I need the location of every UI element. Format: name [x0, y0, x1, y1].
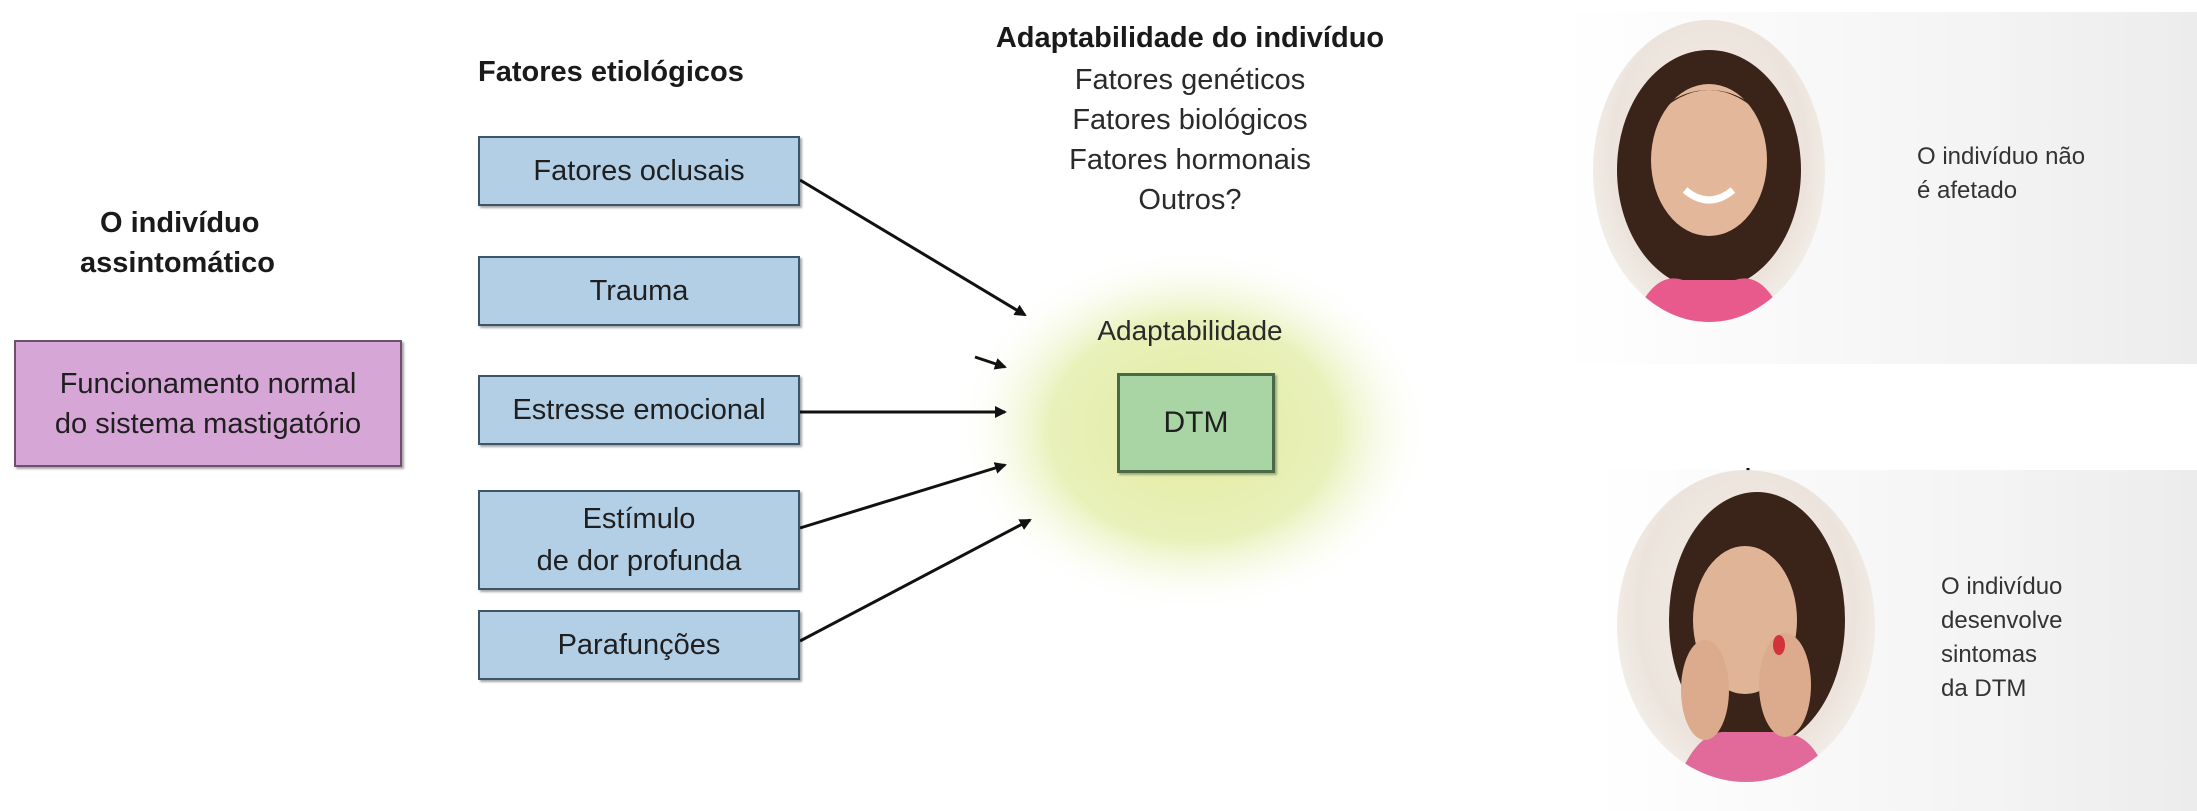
adaptability-list: Fatores genéticos Fatores biológicos Fat… — [990, 60, 1390, 220]
adaptability-label: Adaptabilidade — [1097, 315, 1283, 346]
asymptomatic-title-line1: O indivíduo — [100, 207, 260, 239]
normal-function-box: Funcionamento normal do sistema mastigat… — [14, 340, 402, 467]
factor-label: Parafunções — [557, 629, 721, 661]
outcome-not-affected-line2: é afetado — [1917, 177, 2018, 204]
asymptomatic-title-line2: assintomático — [80, 247, 275, 279]
factor-label: Trauma — [589, 275, 689, 307]
arrow-oclusais — [799, 178, 1027, 317]
factor-box-dor-profunda: Estímulo de dor profunda — [478, 490, 800, 590]
photo-unaffected-person — [1593, 20, 1825, 322]
factor-box-parafuncoes: Parafunções — [478, 610, 800, 680]
factor-box-oclusais: Fatores oclusais — [478, 136, 800, 206]
factor-label-line2: de dor profunda — [536, 545, 742, 577]
adaptability-item: Outros? — [1138, 184, 1242, 216]
factor-label-line1: Estímulo — [582, 503, 696, 535]
outcome-symptoms: O indivíduo desenvolve sintomas da DTM — [1941, 570, 2062, 706]
outcome-not-affected: O indivíduo não é afetado — [1917, 140, 2085, 208]
etiologic-heading: Fatores etiológicos — [478, 56, 744, 88]
factor-label: Fatores oclusais — [533, 155, 745, 187]
arrow-trauma — [974, 355, 1007, 370]
outcome-symptoms-line: da DTM — [1941, 675, 2027, 702]
outcome-not-affected-line1: O indivíduo não — [1917, 143, 2086, 170]
photo-symptomatic-person — [1617, 470, 1875, 782]
person-jaw-pain-illustration — [1669, 492, 1845, 782]
outcome-symptoms-line: desenvolve — [1941, 607, 2063, 634]
arrow-parafuncoes — [799, 518, 1032, 643]
adaptability-item: Fatores biológicos — [1072, 104, 1308, 136]
adaptability-item: Fatores hormonais — [1069, 144, 1311, 176]
asymptomatic-title: O indivíduo assintomático — [80, 203, 320, 283]
adaptability-heading: Adaptabilidade do indivíduo — [995, 22, 1385, 54]
normal-function-line1: Funcionamento normal — [59, 367, 357, 400]
person-smiling-illustration — [1617, 50, 1801, 322]
factor-label: Estresse emocional — [512, 394, 766, 426]
outcome-symptoms-line: O indivíduo — [1941, 573, 2063, 600]
factor-box-estresse: Estresse emocional — [478, 375, 800, 445]
dtm-label: DTM — [1163, 406, 1229, 439]
dtm-box: DTM — [1117, 373, 1275, 473]
outcome-symptoms-line: sintomas — [1941, 641, 2038, 668]
normal-function-line2: do sistema mastigatório — [54, 407, 362, 440]
adaptability-item: Fatores genéticos — [1074, 64, 1306, 96]
arrow-dor — [799, 462, 1007, 530]
factor-box-trauma: Trauma — [478, 256, 800, 326]
